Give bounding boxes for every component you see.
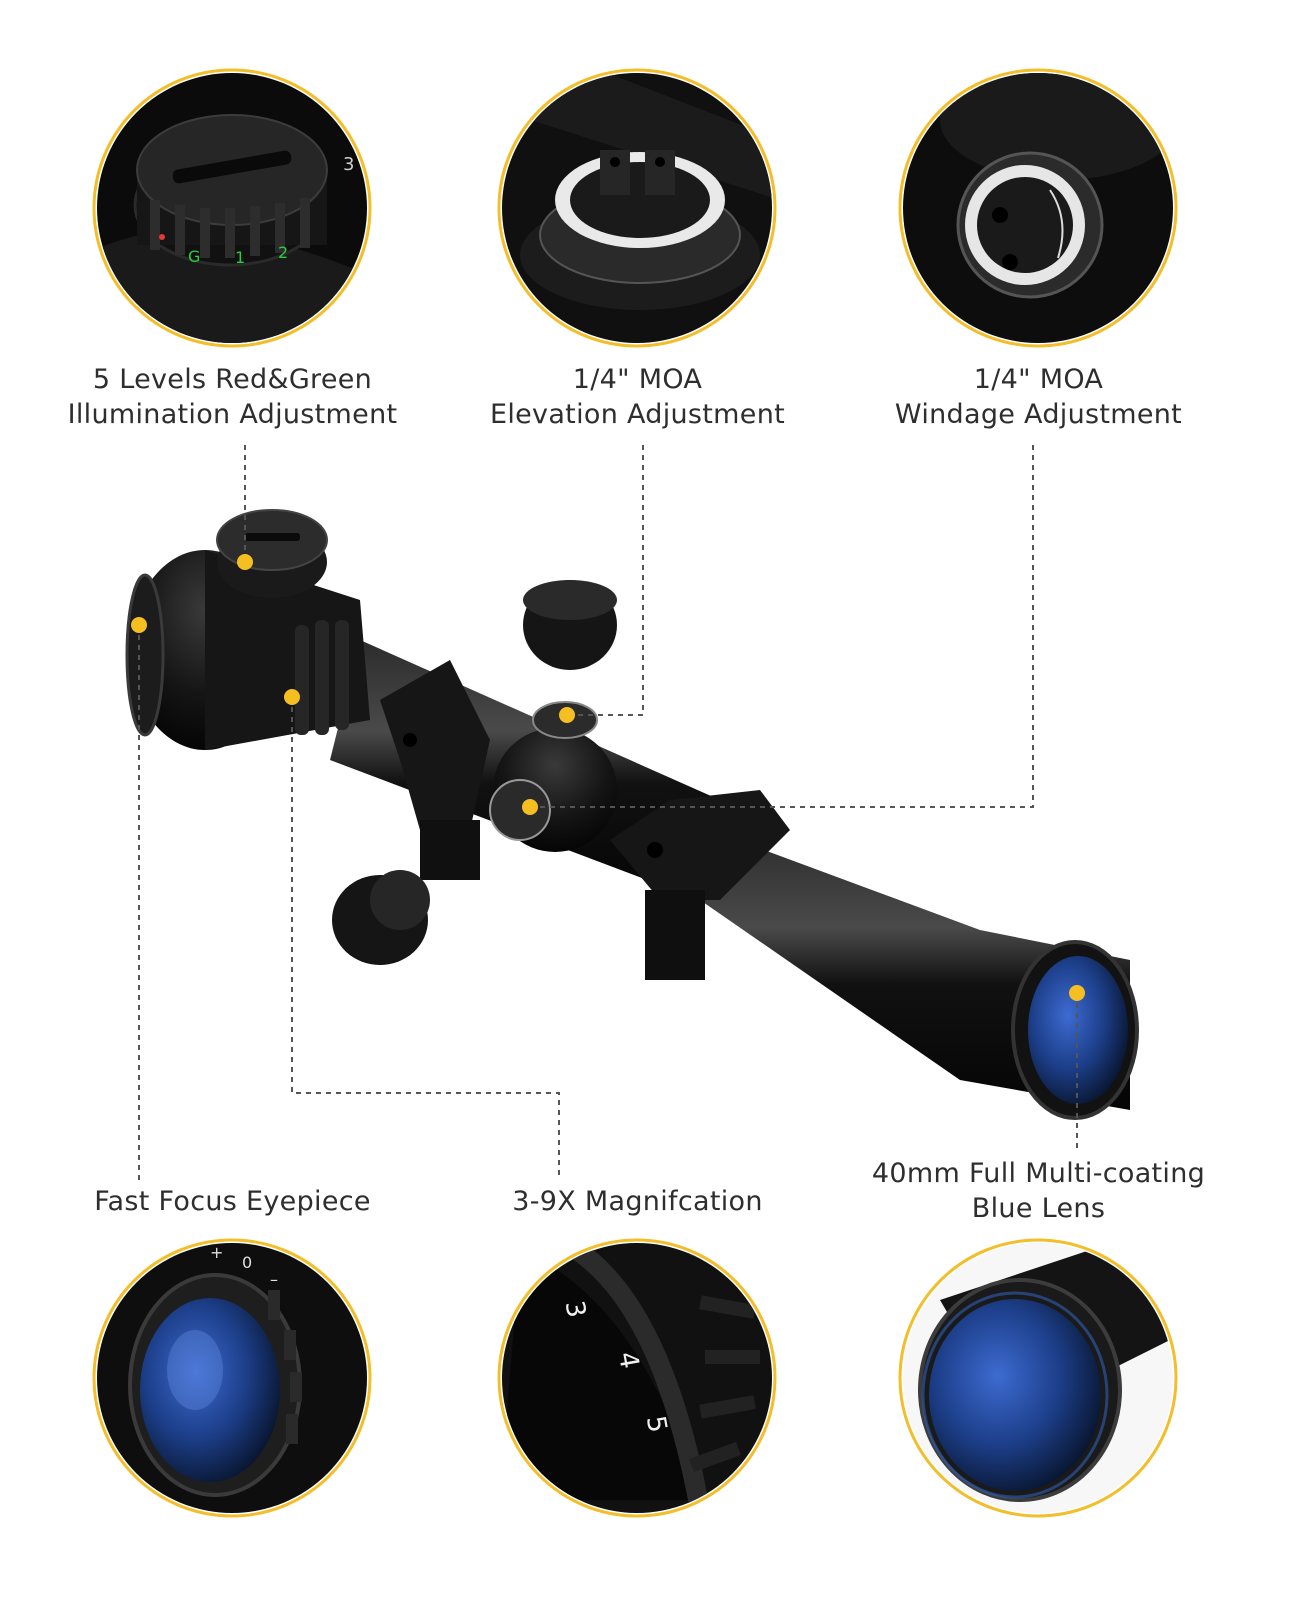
- marker-magnification: [284, 689, 300, 705]
- windage-turret: [489, 779, 551, 841]
- windage-detail-circle: [898, 68, 1178, 348]
- dial-mark-zero: 0: [242, 1253, 252, 1272]
- elevation-label: 1/4" MOA Elevation Adjustment: [465, 362, 810, 432]
- elevation-label-line1: 1/4" MOA: [572, 364, 703, 395]
- eyepiece-detail-circle: + 0 –: [92, 1238, 372, 1518]
- rifle-scope: [125, 509, 1139, 1120]
- marker-elevation: [559, 707, 575, 723]
- mag-mark-4: 4: [612, 1350, 644, 1372]
- eyepiece-label: Fast Focus Eyepiece: [60, 1184, 405, 1219]
- mag-mark-5: 5: [640, 1414, 672, 1436]
- dial-mark-2: 2: [278, 243, 288, 262]
- illumination-detail-circle: G 1 2 3: [92, 68, 372, 348]
- leader-lines: [138, 445, 1078, 1180]
- magnification-label-line1: 3-9X Magnifcation: [512, 1186, 763, 1217]
- lens-cap-top: [523, 580, 617, 670]
- objective-lens: [1028, 956, 1128, 1104]
- magnification-label: 3-9X Magnifcation: [465, 1184, 810, 1219]
- magnification-ring: [295, 620, 349, 735]
- marker-windage: [522, 799, 538, 815]
- mag-mark-3: 3: [559, 1299, 591, 1321]
- illumination-label-line2: Illumination Adjustment: [67, 399, 398, 430]
- eyepiece-label-line1: Fast Focus Eyepiece: [94, 1186, 371, 1217]
- lens-label: 40mm Full Multi-coating Blue Lens: [856, 1156, 1221, 1226]
- lens-label-line2: Blue Lens: [971, 1193, 1106, 1224]
- windage-label-line1: 1/4" MOA: [973, 364, 1104, 395]
- leader-windage: [530, 445, 1034, 808]
- elevation-label-line2: Elevation Adjustment: [489, 399, 785, 430]
- marker-lens: [1069, 985, 1085, 1001]
- magnification-detail-circle: 3 4 5: [497, 1238, 777, 1518]
- scope-ring-rear: [380, 660, 490, 880]
- illumination-label: 5 Levels Red&Green Illumination Adjustme…: [60, 362, 405, 432]
- marker-illumination: [237, 554, 253, 570]
- dial-mark-1: 1: [235, 248, 245, 267]
- dial-mark-g: G: [188, 247, 200, 266]
- dial-mark-plus: +: [210, 1243, 223, 1262]
- marker-eyepiece: [131, 617, 147, 633]
- elevation-detail-circle: [497, 68, 777, 348]
- marker-dots: [131, 554, 1085, 1001]
- illumination-label-line1: 5 Levels Red&Green: [92, 364, 373, 395]
- leader-elevation: [567, 445, 644, 716]
- dial-mark-minus: –: [270, 1270, 278, 1289]
- windage-label: 1/4" MOA Windage Adjustment: [866, 362, 1211, 432]
- windage-label-line2: Windage Adjustment: [894, 399, 1183, 430]
- lens-label-line1: 40mm Full Multi-coating: [871, 1158, 1206, 1189]
- dial-mark-3: 3: [343, 154, 354, 175]
- scope-ring-front: [610, 790, 790, 980]
- lens-cap-bottom: [332, 870, 430, 965]
- lens-detail-circle: [898, 1238, 1178, 1518]
